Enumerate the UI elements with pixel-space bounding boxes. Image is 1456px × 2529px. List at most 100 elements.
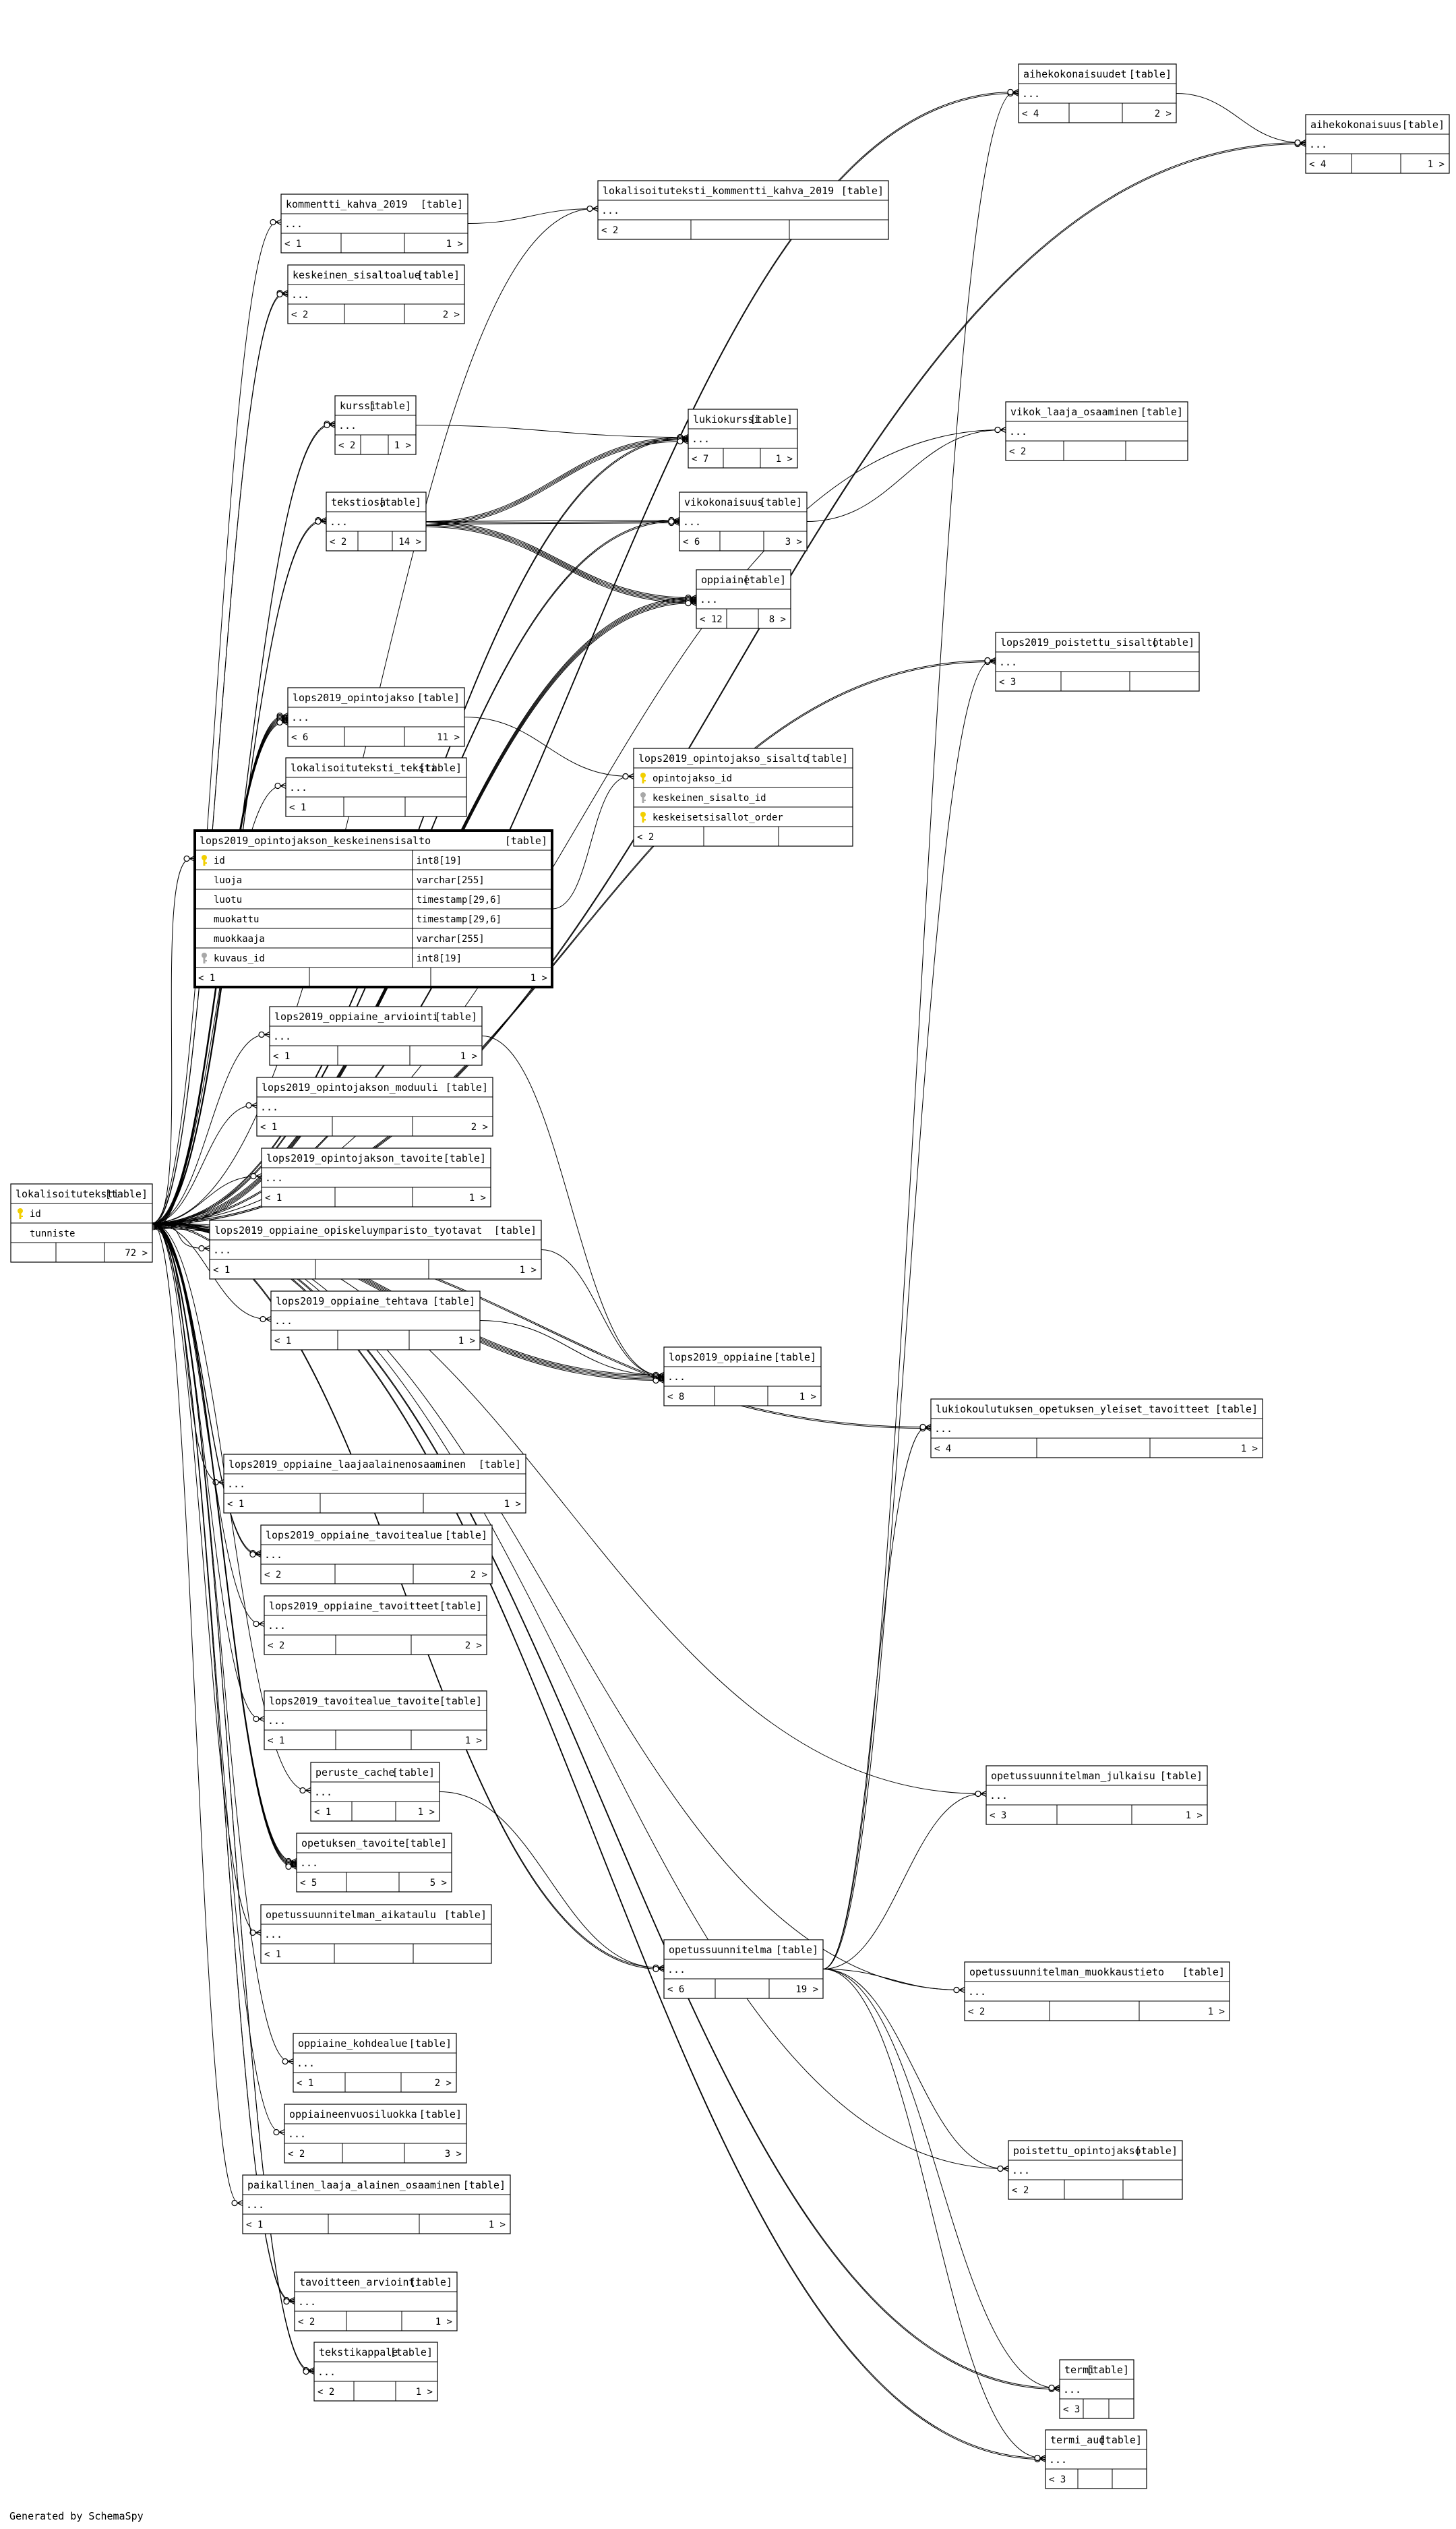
parents-count: < 3 [990, 1810, 1006, 1821]
table-lokalisoituteksti-kommentti-kahva-2019[interactable]: lokalisoituteksti_kommentti_kahva_2019 [t… [597, 180, 889, 240]
parents-count: < 2 [317, 2387, 334, 2398]
table-type-label: [table] [760, 496, 802, 508]
table-opetussuunnitelman-aikataulu[interactable]: opetussuunnitelman_aikataulu[table]...< … [260, 1904, 492, 1964]
table-opetussuunnitelman-muokkaustieto[interactable]: opetussuunnitelman_muokkaustieto[table].… [964, 1961, 1230, 2021]
column-ellipsis: ... [934, 1423, 952, 1435]
table-name: tekstiosa [331, 496, 386, 508]
relationship-line [152, 1105, 253, 1224]
table-name: opetussuunnitelman_aikataulu [266, 1909, 436, 1921]
table-opetussuunnitelman-julkaisu[interactable]: opetussuunnitelman_julkaisu[table]...< 3… [985, 1765, 1208, 1825]
table-type-label: [table] [1087, 2364, 1129, 2376]
children-count: 1 > [435, 2317, 452, 2327]
column-ellipsis: ... [317, 2366, 336, 2378]
crows-foot-marker [276, 291, 289, 298]
table-lops2019-oppiaine-laajaalainenosaaminen[interactable]: lops2019_oppiaine_laajaalainenosaaminen [… [223, 1454, 526, 1514]
table-lops2019-opintojakso-sisalto[interactable]: lops2019_opintojakso_sisalto[table]opint… [633, 748, 853, 847]
children-count: 2 > [465, 1640, 482, 1651]
table-name: lops2019_opintojakso_sisalto [638, 752, 809, 765]
table-lops2019-oppiaine-arviointi[interactable]: lops2019_oppiaine_arviointi[table]...< 1… [269, 1006, 483, 1066]
table-lops2019-tavoitealue-tavoite[interactable]: lops2019_tavoitealue_tavoite[table]...< … [264, 1690, 487, 1750]
table-name: peruste_cache [315, 1766, 394, 1779]
crows-foot-marker [1034, 2454, 1046, 2462]
table-lops2019-poistettu-sisalto[interactable]: lops2019_poistettu_sisalto[table]...< 3 [995, 632, 1200, 692]
table-type-label: [table] [776, 1944, 818, 1956]
table-poistettu-opintojakso[interactable]: poistettu_opintojakso[table]...< 2 [1008, 2140, 1183, 2200]
table-name: lops2019_opintojakso [293, 692, 415, 704]
relationship-line [425, 524, 693, 601]
table-type-label: [table] [433, 1295, 475, 1307]
table-lops2019-oppiaine-tavoitealue[interactable]: lops2019_oppiaine_tavoitealue[table]...<… [260, 1524, 493, 1584]
table-name: lokalisoituteksti_kommentti_kahva_2019 [603, 185, 834, 197]
relationship-line [481, 1036, 661, 1375]
table-lops2019-opintojakson-tavoite[interactable]: lops2019_opintojakson_tavoite[table]...<… [261, 1148, 491, 1208]
table-lops2019-opintojakson-moduuli[interactable]: lops2019_opintojakson_moduuli[table]...<… [256, 1077, 493, 1137]
table-paikallinen-laaja-alainen-osaaminen[interactable]: paikallinen_laaja_alainen_osaaminen[tabl… [242, 2174, 511, 2234]
table-termi[interactable]: termi[table]...< 3 [1059, 2359, 1134, 2419]
column-name: tunniste [30, 1228, 75, 1239]
relationship-line [425, 527, 693, 603]
crows-foot-marker [283, 2298, 295, 2305]
primary-key-icon [640, 812, 646, 823]
column-ellipsis: ... [1022, 88, 1040, 100]
primary-key-icon [202, 855, 207, 866]
column-ellipsis: ... [968, 1986, 986, 1998]
table-type-label: [table] [1182, 1966, 1225, 1978]
children-count: 1 > [799, 1392, 816, 1402]
table-type-label: [table] [841, 185, 884, 197]
crows-foot-marker [586, 205, 599, 212]
table-vikok-laaja-osaaminen[interactable]: vikok_laaja_osaaminen[table]...< 2 [1005, 401, 1188, 461]
table-termi-aud[interactable]: termi_aud[table]...< 3 [1045, 2429, 1147, 2489]
table-type-label: [table] [479, 1458, 521, 1470]
generated-by-footer: Generated by SchemaSpy [9, 2510, 144, 2522]
children-count: 1 > [469, 1193, 486, 1203]
parents-count: < 2 [1009, 446, 1026, 457]
table-lukiokoulutuksen-opetuksen-yleiset-tavoitteet[interactable]: lukiokoulutuksen_opetuksen_yleiset_tavoi… [930, 1398, 1263, 1458]
column-ellipsis: ... [260, 1101, 278, 1113]
column-ellipsis: ... [268, 1619, 286, 1632]
table-lops2019-opintojakson-keskeinensisalto[interactable]: lops2019_opintojakson_keskeinensisalto[t… [193, 829, 553, 988]
crows-foot-marker [258, 1031, 270, 1038]
crows-foot-marker [249, 1551, 262, 1558]
table-lops2019-oppiaine-opiskeluymparisto-tyotavat[interactable]: lops2019_oppiaine_opiskeluymparisto_tyot… [209, 1220, 542, 1280]
relationship-line [152, 222, 278, 1224]
table-type-label: [table] [494, 1224, 537, 1237]
table-type-label: [table] [419, 2108, 462, 2120]
table-lops2019-oppiaine-tavoitteet[interactable]: lops2019_oppiaine_tavoitteet[table]...< … [264, 1595, 487, 1655]
table-type-label: [table] [806, 752, 848, 765]
parents-count: < 1 [289, 802, 306, 813]
column-type: int8[19] [417, 856, 462, 866]
table-name: lops2019_oppiaine_laajaalainenosaaminen [229, 1458, 466, 1470]
table-name: termi_aud [1050, 2434, 1105, 2446]
crows-foot-marker [231, 2199, 243, 2207]
children-count: 1 > [416, 2387, 433, 2398]
table-type-label: [table] [445, 1529, 487, 1541]
crows-foot-marker [253, 1715, 265, 1723]
table-type-label: [table] [463, 2179, 506, 2191]
table-lokalisoituteksti-teksti[interactable]: lokalisoituteksti_teksti[table]...< 1 [285, 757, 467, 817]
column-ellipsis: ... [1309, 138, 1327, 150]
table-type-label: [table] [750, 413, 793, 425]
children-count: 1 > [418, 1807, 435, 1818]
table-name: kommentti_kahva_2019 [286, 198, 408, 210]
crows-foot-marker [1007, 88, 1019, 96]
